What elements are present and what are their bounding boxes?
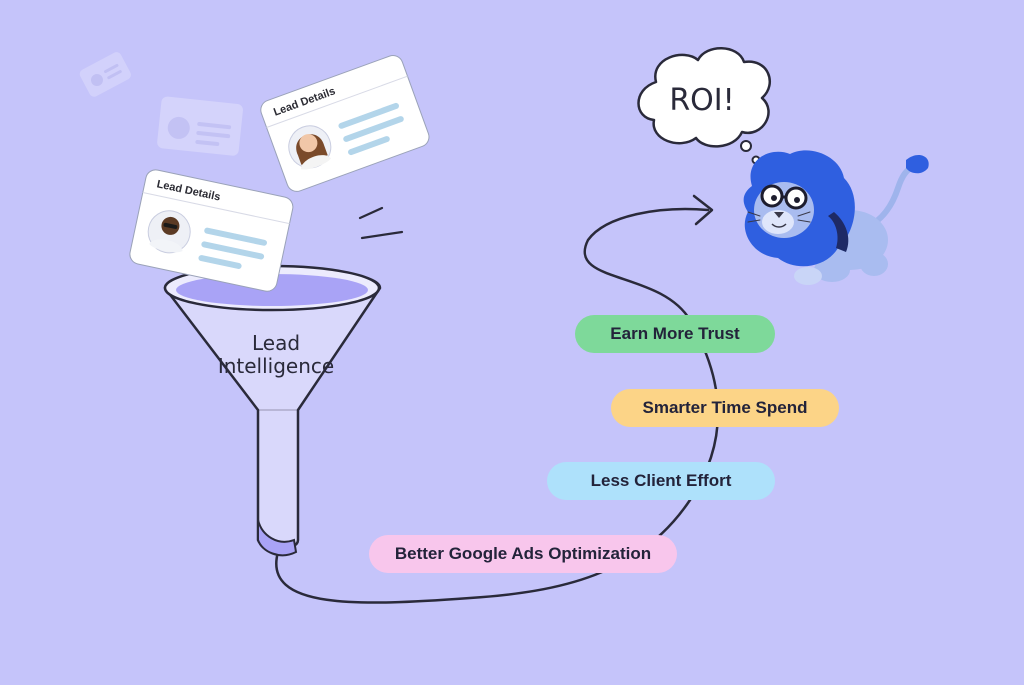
thought-bubble-text: ROI! <box>669 83 734 118</box>
flow-path <box>275 207 720 604</box>
benefit-pill-smarter-time-spend: Smarter Time Spend <box>611 389 839 427</box>
funnel-label-line2: Intelligence <box>218 354 334 378</box>
thought-bubble-icon <box>637 47 772 165</box>
lead-card-2: Lead Details <box>260 55 430 192</box>
lead-card-1: Lead Details <box>129 169 294 292</box>
benefit-pill-better-google-ads-optimization: Better Google Ads Optimization <box>369 535 677 573</box>
avatar-man <box>147 210 191 254</box>
benefit-pill-earn-more-trust: Earn More Trust <box>575 315 775 353</box>
arrow-icon <box>692 194 714 226</box>
faded-card-medium <box>157 96 243 156</box>
benefit-pill-less-client-effort: Less Client Effort <box>547 462 775 500</box>
motion-lines <box>358 206 404 240</box>
lion-mascot <box>743 150 929 285</box>
avatar-woman <box>288 125 332 170</box>
funnel-label-line1: Lead <box>252 331 300 355</box>
faded-card-small <box>79 52 131 97</box>
funnel-icon <box>163 264 382 557</box>
